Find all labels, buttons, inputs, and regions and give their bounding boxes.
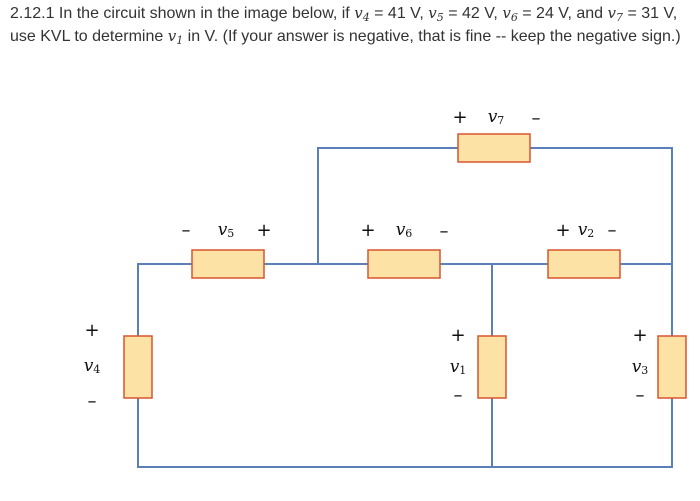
v7-minus: – — [532, 108, 541, 129]
wires — [137, 147, 673, 468]
v5-minus: – — [182, 220, 191, 241]
v5-plus: + — [256, 220, 271, 241]
v3-plus: + — [632, 325, 647, 346]
var-v6: v6 — [502, 4, 518, 24]
v1-label: v1 — [450, 357, 467, 378]
wire-left — [137, 263, 192, 336]
resistor-v4 — [123, 335, 153, 399]
resistor-v2 — [547, 249, 621, 279]
wire-bottom — [137, 398, 673, 468]
v7-plus: + — [452, 107, 467, 128]
question-text: 2.12.1 In the circuit shown in the image… — [10, 2, 694, 48]
v6-label: v6 — [396, 220, 413, 241]
value-v5: = 42 V, — [443, 5, 503, 22]
v3-minus: – — [636, 385, 645, 406]
v7-label: v7 — [488, 107, 505, 128]
v6-minus: – — [440, 221, 449, 242]
resistor-v6 — [367, 249, 441, 279]
value-v4: = 41 V, — [369, 5, 429, 22]
v4-plus: + — [84, 320, 99, 341]
resistor-v1 — [477, 335, 507, 399]
v4-label: v4 — [84, 356, 101, 377]
v2-label: v2 — [578, 220, 595, 241]
v2-plus: + — [555, 220, 570, 241]
question-suffix: in V. (If your answer is negative, that … — [183, 28, 681, 45]
v5-label: v5 — [218, 220, 235, 241]
question-prefix: 2.12.1 In the circuit shown in the image… — [10, 5, 355, 22]
var-v4: v4 — [354, 4, 370, 24]
v3-label: v3 — [632, 357, 649, 378]
v1-minus: – — [454, 385, 463, 406]
question-mid: , use KVL to determine — [10, 5, 678, 45]
value-v7: = 31 V — [623, 5, 673, 22]
resistor-v5 — [191, 249, 265, 279]
v2-minus: – — [608, 220, 617, 241]
v6-plus: + — [360, 220, 375, 241]
wire-top-left — [317, 147, 458, 264]
v1-plus: + — [450, 325, 465, 346]
resistor-v7 — [457, 133, 531, 163]
v4-minus: – — [88, 391, 97, 412]
resistor-v3 — [657, 335, 687, 399]
var-v5: v5 — [428, 4, 444, 24]
var-v7: v7 — [607, 4, 624, 24]
value-v6: = 24 V, and — [517, 5, 608, 22]
var-v1: v1 — [167, 27, 184, 47]
wire-top-right — [530, 147, 673, 336]
